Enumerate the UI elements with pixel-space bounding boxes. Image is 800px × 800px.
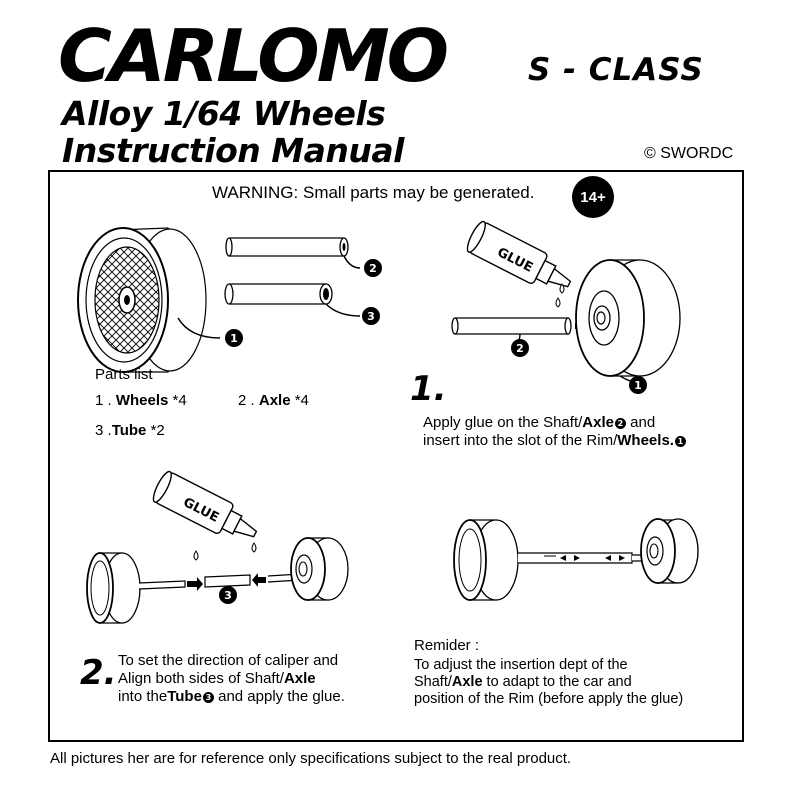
step-1-text: Apply glue on the Shaft/ <box>423 414 583 431</box>
step-2-line-2: Align both sides of Shaft/Axle <box>118 670 316 688</box>
reminder-line-2: Shaft/Axle to adapt to the car and <box>414 673 632 691</box>
footer-disclaimer: All pictures her are for reference only … <box>50 750 572 767</box>
svg-text:2: 2 <box>516 342 524 355</box>
reminder-assembly-drawing <box>453 518 699 601</box>
callout-inline: 1 <box>674 436 686 447</box>
step-1-wheels-term: Wheels. <box>617 432 674 449</box>
step-1-text: insert into the slot of the Rim/ <box>423 432 618 449</box>
reminder-title: Remider : <box>414 637 480 654</box>
svg-text:3: 3 <box>224 589 232 602</box>
svg-text:2: 2 <box>369 262 377 275</box>
callout-badge: 1 <box>225 329 243 347</box>
parts-item-wheels: 1 . Wheels *4 <box>95 392 187 410</box>
step-1-line-2: insert into the slot of the Rim/Wheels.1 <box>423 432 686 450</box>
warning-text: WARNING: Small parts may be generated. <box>212 183 535 202</box>
parts-axle-drawing <box>225 237 361 269</box>
step-2-number: 2. <box>80 653 117 693</box>
step-2-axle-term: Axle <box>283 670 316 687</box>
reminder-text: Shaft/ <box>414 674 452 690</box>
reminder-line-1: To adjust the insertion dept of the <box>414 657 628 673</box>
parts-wheel-drawing <box>77 227 221 373</box>
step-1-axle-term: Axle <box>582 414 614 431</box>
parts-list-title: Parts list <box>95 366 153 383</box>
parts-item-number: 3 . <box>95 422 112 439</box>
parts-item-qty: *2 <box>150 422 165 439</box>
subtitle-line-2: Instruction Manual <box>62 131 404 170</box>
step-2-tube-term: Tube <box>167 688 202 705</box>
age-badge: 14+ <box>572 176 614 218</box>
step1-axle-drawing <box>451 317 590 346</box>
callout-badge: 2 <box>511 339 529 357</box>
step-2-text: into the <box>118 688 168 705</box>
series-label: S - CLASS <box>528 52 704 88</box>
parts-item-axle: 2 . Axle *4 <box>238 392 309 410</box>
reminder-text: to adapt to the car and <box>482 674 632 690</box>
brand-logo-text: CARLOMO <box>58 14 449 98</box>
callout-badge: 2 <box>364 259 382 277</box>
parts-item-name: Tube <box>111 422 147 439</box>
parts-item-number: 2 . <box>238 392 255 409</box>
reminder-line-3: position of the Rim (before apply the gl… <box>414 691 684 707</box>
step-1-text: and <box>625 414 656 431</box>
step-2-text: Align both sides of Shaft/ <box>118 670 284 687</box>
step1-wheel-drawing <box>575 259 681 383</box>
parts-item-qty: *4 <box>172 392 187 409</box>
callout-badge: 1 <box>629 376 647 394</box>
parts-item-name: Axle <box>258 392 291 409</box>
parts-tube-drawing <box>224 283 361 317</box>
parts-item-tube: 3 .Tube *2 <box>95 422 165 440</box>
step-2-text: and apply the glue. <box>213 688 345 705</box>
callout-badge: 3 <box>362 307 380 325</box>
svg-text:1: 1 <box>634 379 642 392</box>
callout-inline: 2 <box>614 418 626 429</box>
parts-item-qty: *4 <box>294 392 309 409</box>
glue-tube-drawing-step2: GLUE <box>152 470 258 561</box>
parts-item-name: Wheels <box>115 392 169 409</box>
step-2-line-1: To set the direction of caliper and <box>118 652 339 669</box>
parts-item-number: 1 . <box>95 392 112 409</box>
instruction-frame <box>48 170 744 742</box>
glue-tube-drawing-step1: GLUE <box>466 220 572 308</box>
callout-badge: 3 <box>219 586 237 604</box>
svg-text:3: 3 <box>367 310 375 323</box>
copyright-notice: © SWORDC <box>644 145 734 162</box>
callout-inline: 3 <box>202 692 214 703</box>
callout-number: 1 <box>230 332 238 345</box>
subtitle-line-1: Alloy 1/64 Wheels <box>62 94 386 133</box>
reminder-axle-term: Axle <box>451 674 483 690</box>
step2-assembly-drawing <box>86 537 349 624</box>
step-1-number: 1. <box>410 369 447 409</box>
